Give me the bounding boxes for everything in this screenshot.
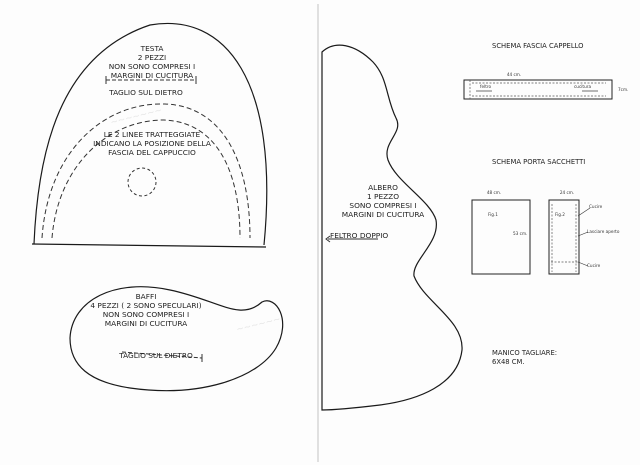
mustache-text-pieces: 4 PEZZI ( 2 SONO SPECULARI) <box>90 301 202 310</box>
hat-band-left-label: feltro <box>480 84 492 89</box>
bag-fig1-height: 53 cm. <box>513 231 528 236</box>
mustache-text-margin-line1: NON SONO COMPRESI I <box>102 310 190 319</box>
hood-band-dashed-outer <box>41 103 251 239</box>
handle-line2: 6X48 CM. <box>492 358 525 366</box>
mustache-outline <box>69 286 284 392</box>
hat-band-right-label: cucitura <box>574 84 592 89</box>
tree-text-margin-line1: SONO COMPRESI I <box>349 201 417 210</box>
hood-pompom-mark <box>127 167 157 197</box>
hood-text-pieces: 2 PEZZI <box>137 53 167 62</box>
bag-pointer-cucire-top <box>577 207 591 217</box>
mustache-text-cut-label: TAGLIO SUL DIETRO <box>119 351 193 360</box>
hat-band-rect <box>463 79 613 100</box>
hood-outline <box>33 23 268 246</box>
bag-fig2-name: Fig.2 <box>555 212 565 217</box>
tree-text-fold-label: FELTRO DOPPIO <box>330 231 389 240</box>
tree-outline <box>321 44 463 411</box>
mustache-cut-line <box>121 351 203 359</box>
tree-fold-arrow <box>325 235 331 243</box>
hat-band-width-label: 44 cm. <box>506 72 522 77</box>
hat-band-height-label: 7cm. <box>618 87 629 92</box>
hood-text-title: TESTA <box>140 44 164 53</box>
hood-base-line <box>31 243 267 248</box>
hood-text-note-line3: FASCIA DEL CAPPUCCIO <box>108 148 196 157</box>
tree-text-title: ALBERO <box>368 183 398 192</box>
hat-band-title: SCHEMA FASCIA CAPPELLO <box>492 42 584 50</box>
hood-text-margin-line1: NON SONO COMPRESI I <box>108 62 196 71</box>
hood-text-margin-line2: MARGINI DI CUCITURA <box>110 71 194 80</box>
bag-title: SCHEMA PORTA SACCHETTI <box>492 158 586 166</box>
tree-text-margin-line2: MARGINI DI CUCITURA <box>341 210 425 219</box>
mustache-text-margin-line2: MARGINI DI CUCITURA <box>104 319 188 328</box>
mustache-text-title: BAFFI <box>135 292 157 301</box>
bag-fig1-rect <box>471 199 531 275</box>
bag-pointer-open <box>577 231 589 237</box>
bag-fig1-name: Fig.1 <box>488 212 498 217</box>
hood-text-cut-label: TAGLIO SUL DIETRO <box>109 88 183 97</box>
hood-text-note-line2: INDICANO LA POSIZIONE DELLA <box>93 139 211 148</box>
bag-label-cucire-bottom: Cucire <box>587 263 601 268</box>
handle-line1: MANICO TAGLIARE: <box>492 349 558 357</box>
bag-fig1-width: 48 cm. <box>486 190 502 195</box>
bag-fig2-width: 24 cm. <box>559 190 575 195</box>
bag-label-cucire-top: Cucire <box>589 204 603 209</box>
bag-pointer-cucire-bottom <box>577 261 589 267</box>
bag-fig2-rect <box>548 199 580 275</box>
tree-text-pieces: 1 PEZZO <box>366 192 400 201</box>
hood-text-note-line1: LE 2 LINEE TRATTEGGIATE <box>103 130 201 139</box>
bag-label-open: Lasciare aperto <box>587 229 620 234</box>
hood-band-dashed-inner <box>51 119 241 239</box>
